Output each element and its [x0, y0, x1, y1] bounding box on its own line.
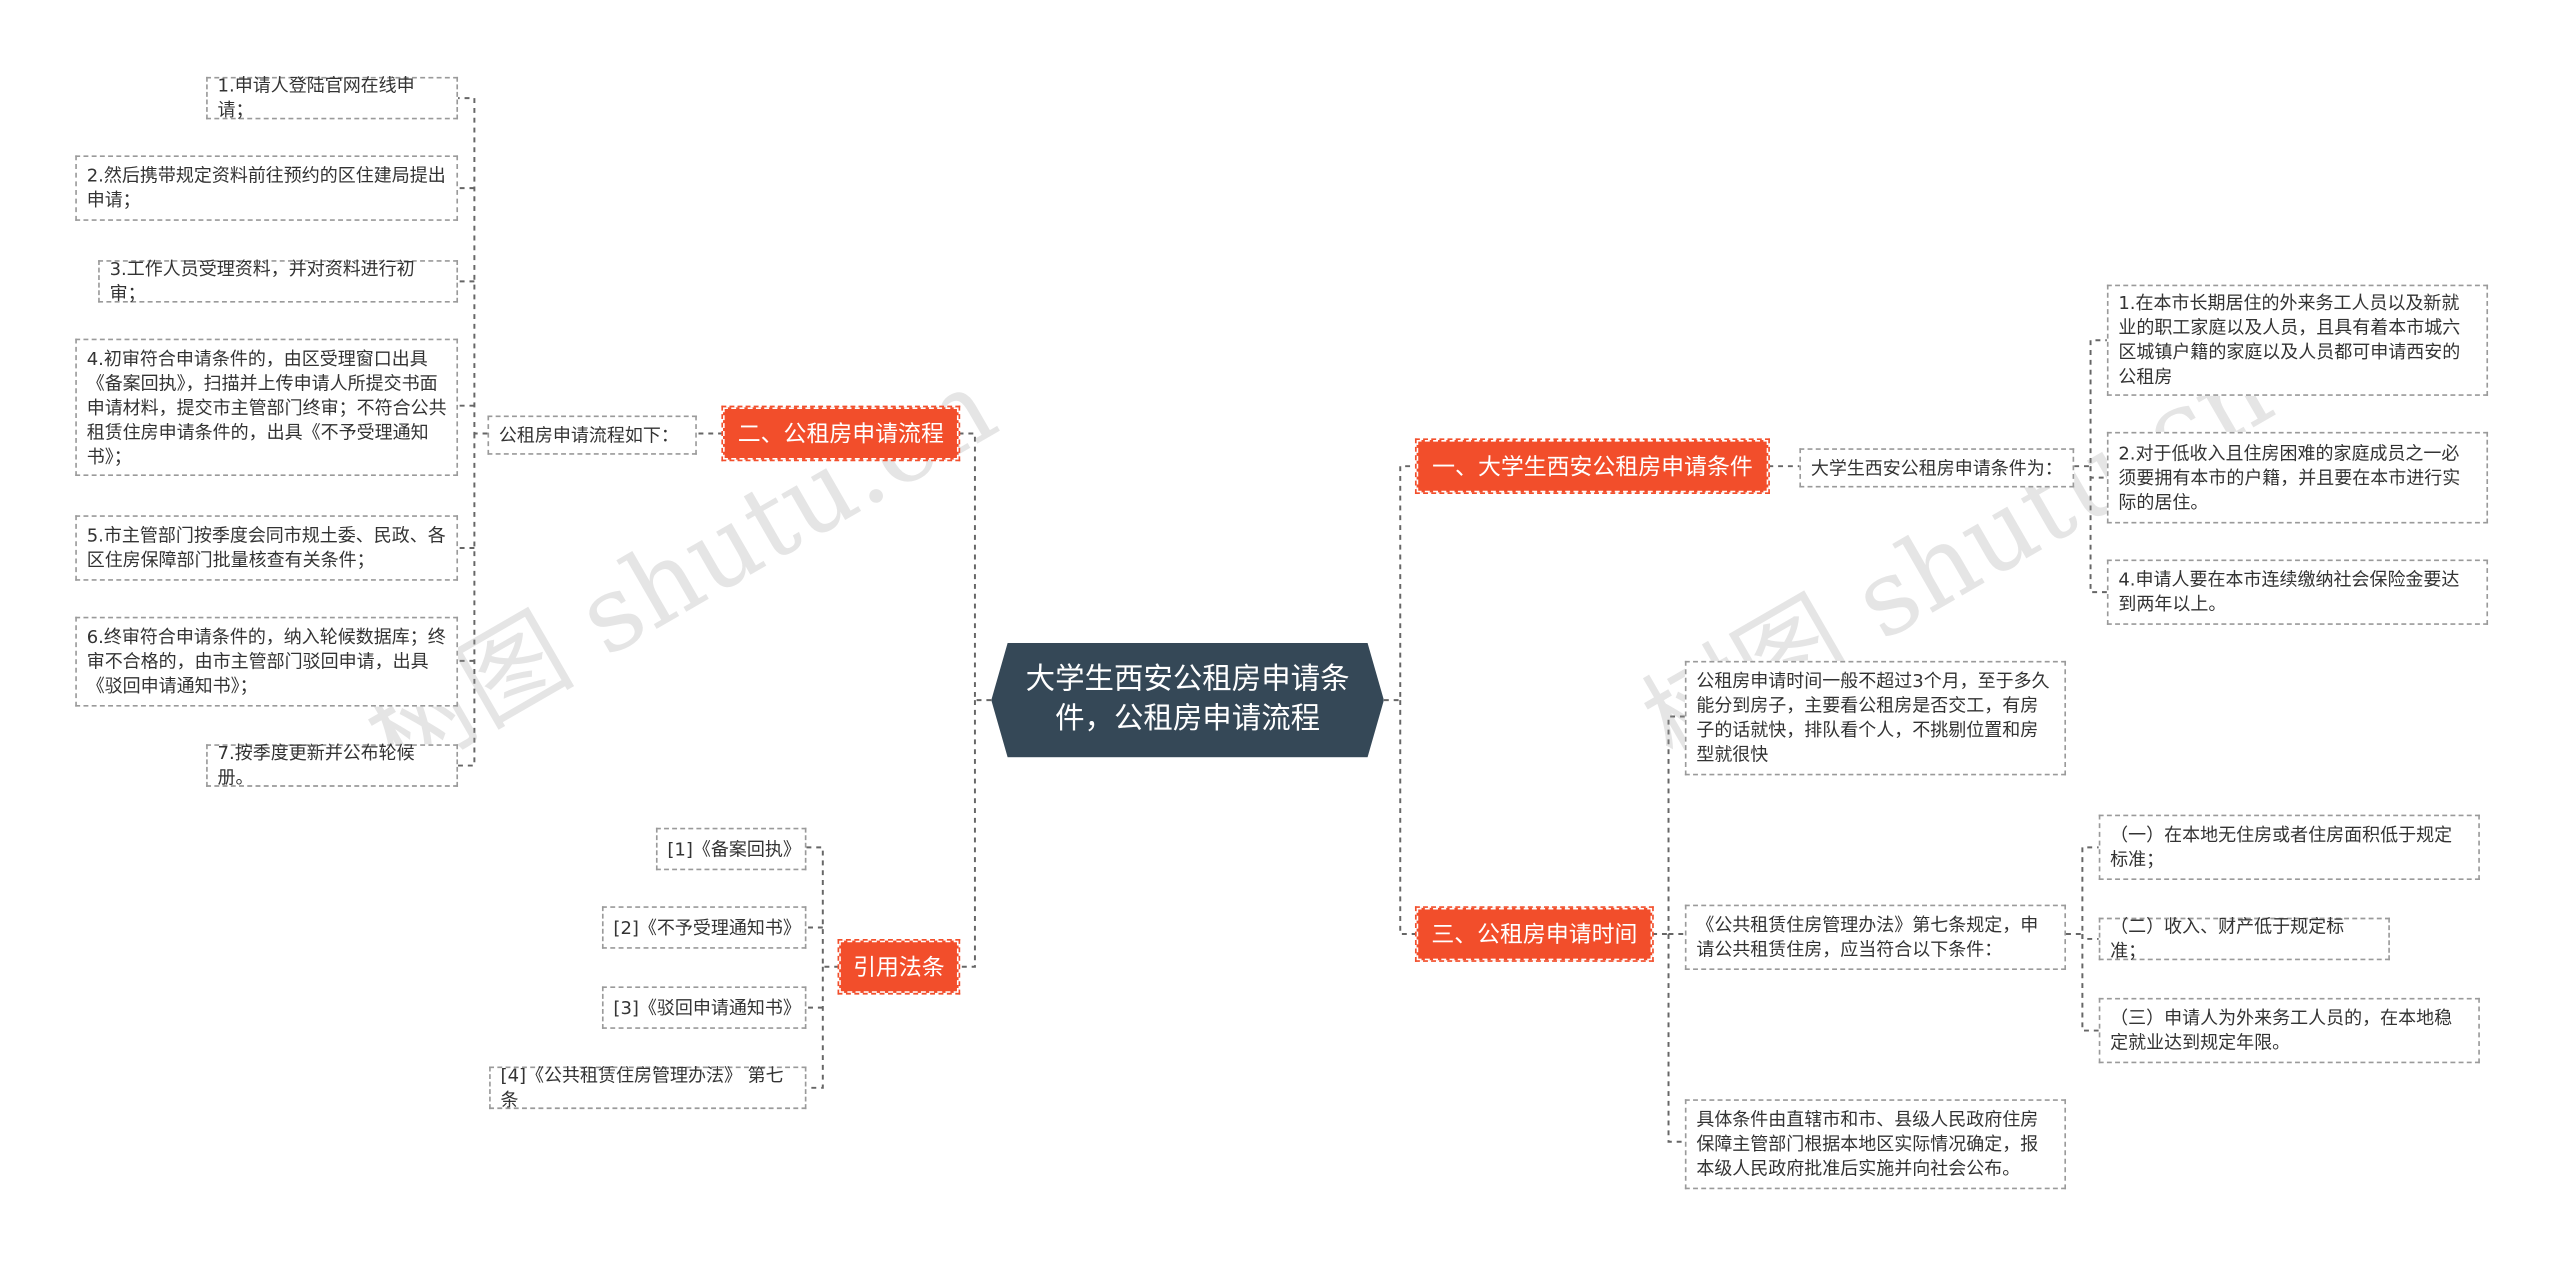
branch-process[interactable]: 二、公租房申请流程	[721, 405, 961, 462]
time-condition-3[interactable]: （三）申请人为外来务工人员的，在本地稳定就业达到规定年限。	[2098, 997, 2480, 1064]
time-item-1[interactable]: 公租房申请时间一般不超过3个月，至于多久能分到房子，主要看公租房是否交工，有房子…	[1684, 660, 2067, 776]
root-topic[interactable]: 大学生西安公租房申请条件，公租房申请流程	[991, 642, 1384, 758]
condition-item-1[interactable]: 1.在本市长期居住的外来务工人员以及新就业的职工家庭以及人员，且具有着本市城六区…	[2106, 284, 2489, 396]
process-intro[interactable]: 公租房申请流程如下：	[487, 415, 697, 455]
branch-time[interactable]: 三、公租房申请时间	[1414, 906, 1654, 962]
branch-conditions[interactable]: 一、大学生西安公租房申请条件	[1414, 438, 1770, 495]
process-step-4[interactable]: 4.初审符合申请条件的，由区受理窗口出具《备案回执》，扫描并上传申请人所提交书面…	[75, 338, 459, 477]
time-item-3[interactable]: 具体条件由直辖市和市、县级人民政府住房保障主管部门根据本地区实际情况确定，报本级…	[1684, 1099, 2067, 1190]
time-item-2[interactable]: 《公共租赁住房管理办法》第七条规定，申请公共租赁住房，应当符合以下条件：	[1684, 904, 2067, 971]
process-step-2[interactable]: 2.然后携带规定资料前往预约的区住建局提出申请；	[75, 155, 459, 221]
conditions-intro[interactable]: 大学生西安公租房申请条件为：	[1799, 448, 2075, 488]
condition-item-2[interactable]: 2.对于低收入且住房困难的家庭成员之一必须要拥有本市的户籍，并且要在本市进行实际…	[2106, 431, 2489, 524]
branch-citations[interactable]: 引用法条	[837, 938, 961, 995]
process-step-7[interactable]: 7.按季度更新并公布轮候册。	[206, 743, 459, 788]
process-step-3[interactable]: 3.工作人员受理资料，并对资料进行初审；	[98, 258, 459, 304]
process-step-6[interactable]: 6.终审符合申请条件的，纳入轮候数据库；终审不合格的，由市主管部门驳回申请，出具…	[75, 616, 459, 707]
citation-3[interactable]: [3]《驳回申请通知书》	[601, 986, 807, 1029]
citation-1[interactable]: [1]《备案回执》	[655, 827, 807, 871]
condition-item-4[interactable]: 4.申请人要在本市连续缴纳社会保险金要达到两年以上。	[2106, 559, 2489, 625]
process-step-1[interactable]: 1.申请人登陆官网在线申请；	[206, 75, 459, 121]
time-condition-1[interactable]: （一）在本地无住房或者住房面积低于规定标准；	[2098, 814, 2480, 881]
process-step-5[interactable]: 5.市主管部门按季度会同市规土委、民政、各区住房保障部门批量核查有关条件；	[75, 515, 459, 581]
citation-4[interactable]: [4]《公共租赁住房管理办法》 第七条	[489, 1065, 807, 1111]
citation-2[interactable]: [2]《不予受理通知书》	[601, 906, 807, 949]
time-condition-2[interactable]: （二）收入、财产低于规定标准；	[2098, 916, 2390, 962]
